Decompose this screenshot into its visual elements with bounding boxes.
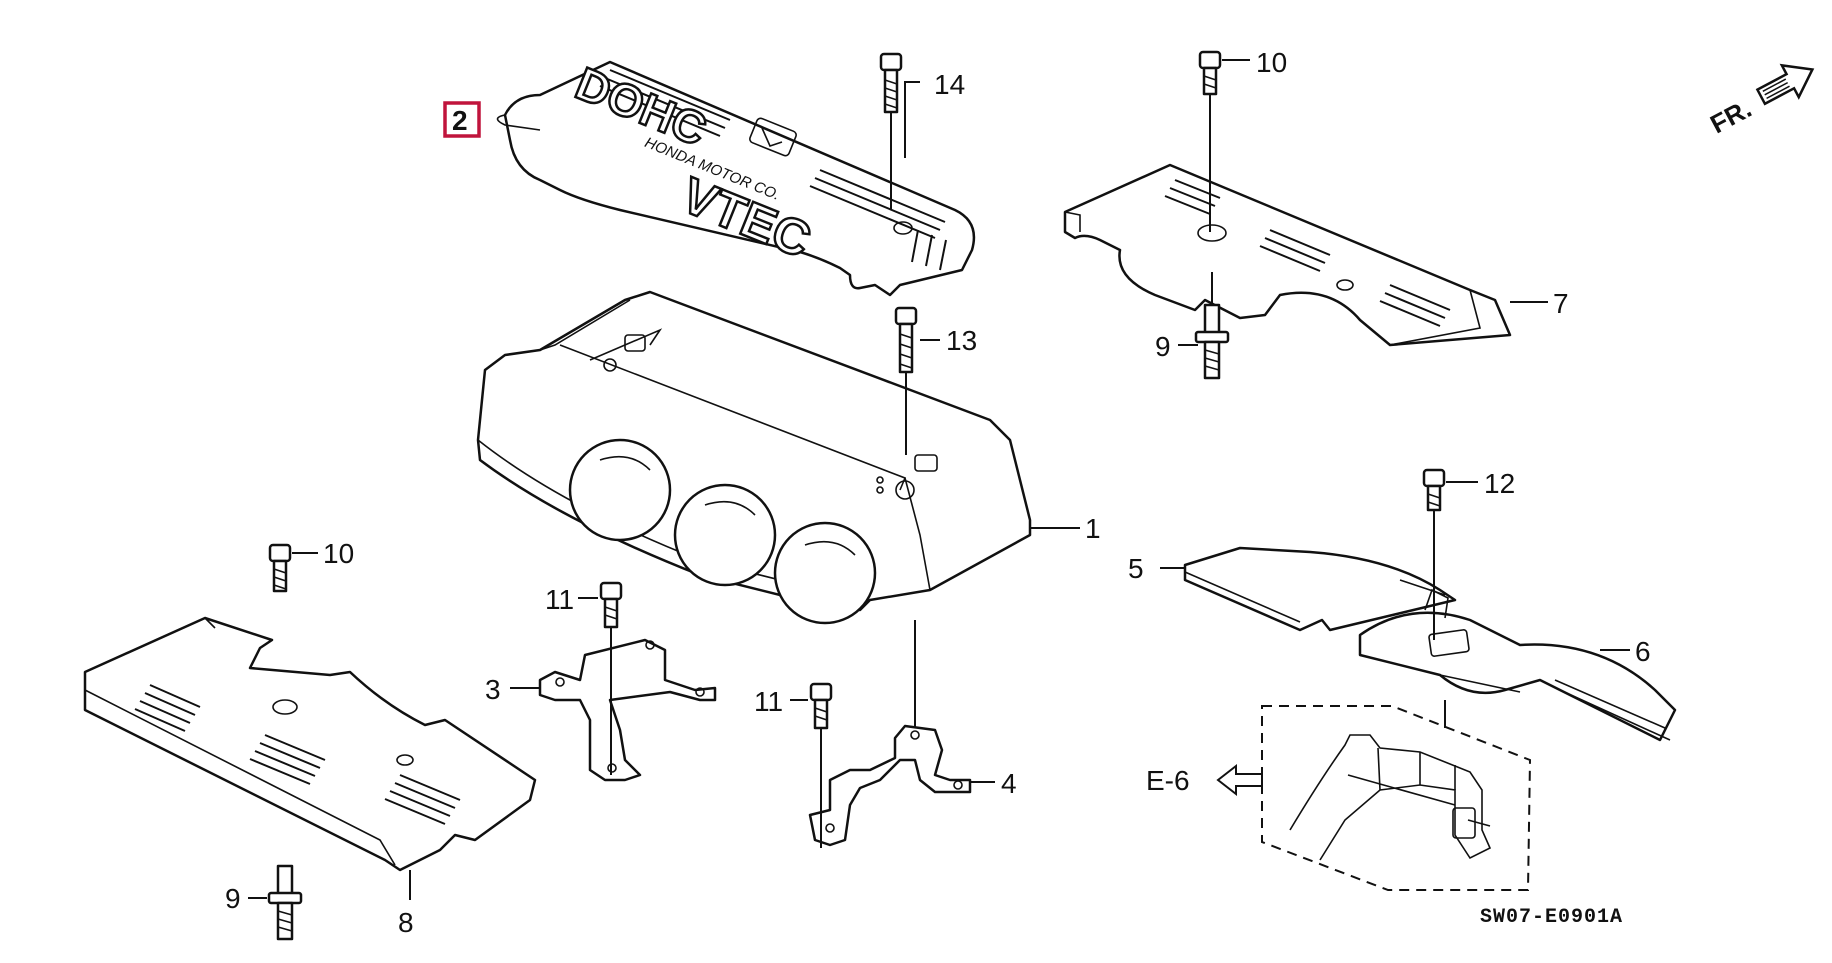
part-7-side-cover[interactable]: [1063, 163, 1512, 347]
callout-5: 5: [1128, 553, 1144, 584]
callout-1: 1: [1085, 513, 1101, 544]
left-arrow-icon: [1216, 763, 1263, 797]
part-4-bracket[interactable]: [808, 724, 972, 847]
callout-12: 12: [1484, 468, 1515, 499]
bolt-14[interactable]: [879, 52, 903, 114]
part-3-bracket[interactable]: [538, 638, 717, 782]
bolt-10-left[interactable]: [268, 543, 292, 593]
callout-8: 8: [398, 907, 414, 938]
leader-lines: [248, 59, 1630, 900]
callout-10-top: 10: [1256, 47, 1287, 78]
stud-9-right[interactable]: [1194, 303, 1230, 380]
callout-10-left: 10: [323, 538, 354, 569]
callout-2-highlight[interactable]: 2: [443, 101, 481, 138]
highlight-box: [443, 101, 481, 138]
callout-11-right: 11: [754, 686, 783, 717]
callout-3: 3: [485, 674, 501, 705]
stud-9-left[interactable]: [267, 864, 303, 941]
bolt-12[interactable]: [1422, 468, 1446, 512]
reference-e6[interactable]: E-6: [1146, 763, 1263, 797]
part-2-engine-cover[interactable]: DOHC VTEC HONDA MOTOR CO.: [496, 56, 976, 297]
bolt-13[interactable]: [894, 306, 918, 374]
callout-6: 6: [1635, 636, 1651, 667]
callout-9-right: 9: [1155, 331, 1171, 362]
bolt-11-left[interactable]: [599, 581, 623, 629]
part-6-shield[interactable]: [1358, 588, 1677, 742]
callout-14: 14: [934, 69, 965, 100]
callout-9-left: 9: [225, 883, 241, 914]
part-1-cover-body[interactable]: [476, 290, 1032, 625]
reference-label: E-6: [1146, 765, 1190, 796]
part-8-side-cover[interactable]: [83, 616, 537, 872]
callout-4: 4: [1001, 768, 1017, 799]
callout-13: 13: [946, 325, 977, 356]
front-marker: FR.: [1705, 63, 1815, 139]
bolt-11-right[interactable]: [809, 682, 833, 730]
callout-2: 2: [452, 105, 468, 136]
callout-11-left: 11: [545, 584, 574, 615]
bolt-10-top[interactable]: [1198, 50, 1222, 96]
front-label: FR.: [1705, 93, 1756, 139]
diagram-code: SW07-E0901A: [1480, 906, 1623, 929]
callout-7: 7: [1553, 288, 1569, 319]
detail-inset: [1261, 705, 1532, 891]
